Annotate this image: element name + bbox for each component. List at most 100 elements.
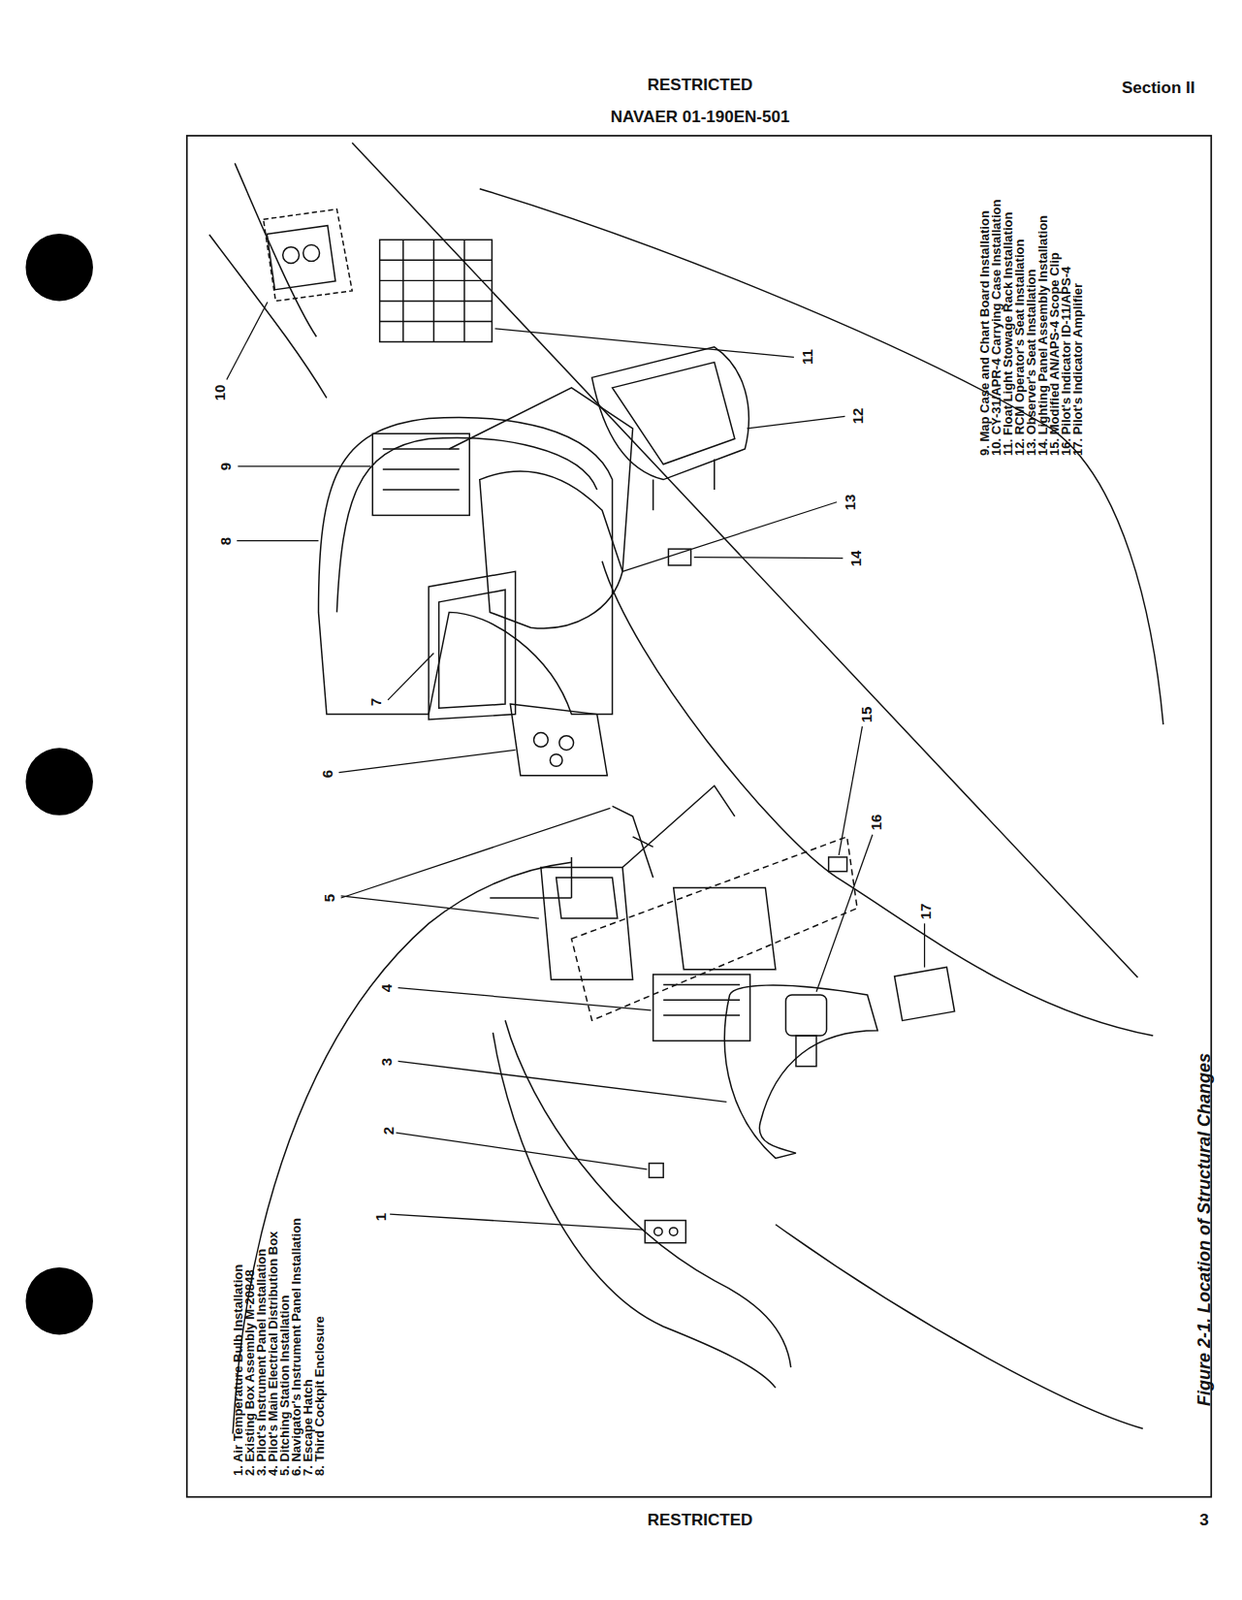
callout-number: 17 (916, 903, 933, 921)
drawing-circle (559, 735, 574, 751)
drawing-rect (894, 966, 956, 1020)
legend-item: 14. Lighting Panel Assembly Installation (1037, 168, 1050, 456)
drawing-path (448, 387, 633, 572)
legend-item: 4. Pilot's Main Electrical Distribution … (267, 1179, 280, 1476)
callout-number: 8 (216, 537, 233, 545)
page-header: RESTRICTED (647, 75, 754, 96)
figure-caption: Figure 2-1. Location of Structural Chang… (1194, 1052, 1215, 1406)
drawing-path (556, 877, 618, 919)
drawing-path (612, 785, 735, 878)
drawing-path (341, 895, 540, 919)
legend-item: 12. RCM Operator's Seat Installation (1014, 168, 1026, 456)
drawing-rect (644, 1220, 686, 1243)
callout-number: 11 (797, 349, 815, 365)
callout-number: 10 (211, 384, 228, 402)
drawing-circle (25, 1267, 93, 1335)
drawing-path (263, 209, 353, 302)
legend-item: 6. Navigator's Instrument Panel Installa… (290, 1179, 303, 1476)
callout-number: 14 (847, 549, 864, 567)
drawing-path (237, 465, 371, 467)
drawing-rect (653, 974, 751, 1041)
drawing-path (673, 887, 776, 969)
legend-item: 9. Map Case and Chart Board Installation (979, 168, 991, 456)
drawing-path (382, 448, 460, 490)
drawing-path (724, 985, 878, 1158)
callout-number: 6 (318, 769, 335, 778)
drawing-path (341, 807, 611, 898)
drawing-rect (796, 1035, 817, 1067)
callout-number: 13 (840, 494, 858, 511)
legend-item: 3. Pilot's Instrument Panel Installation (255, 1179, 268, 1476)
legend-item: 11. Float Light Stowage Rack Installatio… (1002, 168, 1015, 456)
callout-number: 2 (379, 1126, 396, 1135)
drawing-rect (648, 1163, 664, 1179)
drawing-path (509, 703, 607, 776)
legend-item: 17. Pilot's Indicator Amplifier (1072, 168, 1084, 456)
drawing-path (479, 471, 623, 629)
drawing-path (336, 438, 597, 613)
page-header: Section II (1121, 78, 1196, 98)
drawing-path (602, 561, 1153, 1036)
drawing-circle (654, 1227, 663, 1236)
drawing-path (398, 987, 652, 1011)
legend-item: 10. CY-31/APR-4 Carrying Case Installati… (990, 168, 1003, 456)
drawing-circle (25, 233, 93, 301)
drawing-rect (380, 239, 493, 342)
drawing-path (428, 571, 515, 720)
drawing-rect (828, 857, 848, 872)
drawing-path (612, 362, 735, 465)
drawing-path (236, 540, 319, 542)
drawing-path (318, 416, 612, 714)
page-number: 3 (1199, 1510, 1209, 1530)
drawing-circle (303, 245, 320, 262)
page-header: NAVAER 01-190EN-501 (610, 107, 791, 128)
drawing-rect (266, 225, 336, 290)
drawing-rect (785, 994, 827, 1036)
drawing-path (439, 589, 506, 708)
legend-item: 7. Escape Hatch (302, 1179, 315, 1476)
drawing-path (775, 1224, 1144, 1429)
drawing-path (633, 836, 654, 848)
callout-number: 16 (867, 814, 885, 831)
drawing-path (923, 923, 925, 967)
drawing-path (746, 415, 845, 429)
legend-column: 9. Map Case and Chart Board Installation… (979, 168, 1084, 456)
legend-column: 1. Air Temperature Bulb Installation2. E… (232, 1179, 326, 1476)
drawing-path (339, 749, 516, 772)
drawing-rect (187, 135, 1212, 1497)
callout-number: 7 (367, 698, 384, 706)
callout-number: 4 (377, 984, 394, 992)
page-header: RESTRICTED (647, 1510, 754, 1530)
legend-item: 16. Pilot's Indicator ID-11/APS-4 (1060, 168, 1073, 456)
legend-item: 5. Ditching Station Installation (279, 1179, 291, 1476)
drawing-path (395, 1132, 647, 1170)
callout-number: 15 (857, 705, 874, 723)
callout-number: 3 (377, 1057, 394, 1066)
legend-item: 13. Observer's Seat Installation (1025, 168, 1038, 456)
legend-item: 1. Air Temperature Bulb Installation (232, 1179, 245, 1476)
callout-number: 12 (849, 408, 866, 425)
drawing-path (226, 301, 268, 380)
drawing-path (653, 459, 715, 511)
drawing-circle (668, 1227, 677, 1236)
drawing-path (622, 502, 837, 573)
legend-item: 2. Existing Box Assembly M-20848 (244, 1179, 256, 1476)
drawing-path (505, 1019, 792, 1368)
drawing-path (209, 234, 327, 398)
legend-item: 15. Modified AN/APS-4 Scope Clip (1049, 168, 1061, 456)
drawing-path (694, 557, 844, 559)
callout-number: 1 (371, 1212, 388, 1221)
drawing-circle (283, 247, 300, 264)
drawing-g (226, 301, 925, 1230)
callout-number: 5 (319, 893, 337, 902)
drawing-path (389, 1213, 643, 1230)
drawing-path (387, 652, 434, 700)
drawing-path (816, 834, 873, 992)
drawing-circle (534, 732, 549, 748)
drawing-path (495, 328, 795, 357)
drawing-circle (549, 754, 563, 767)
legend-item: 8. Third Cockpit Enclosure (314, 1179, 326, 1476)
drawing-path (592, 347, 750, 480)
